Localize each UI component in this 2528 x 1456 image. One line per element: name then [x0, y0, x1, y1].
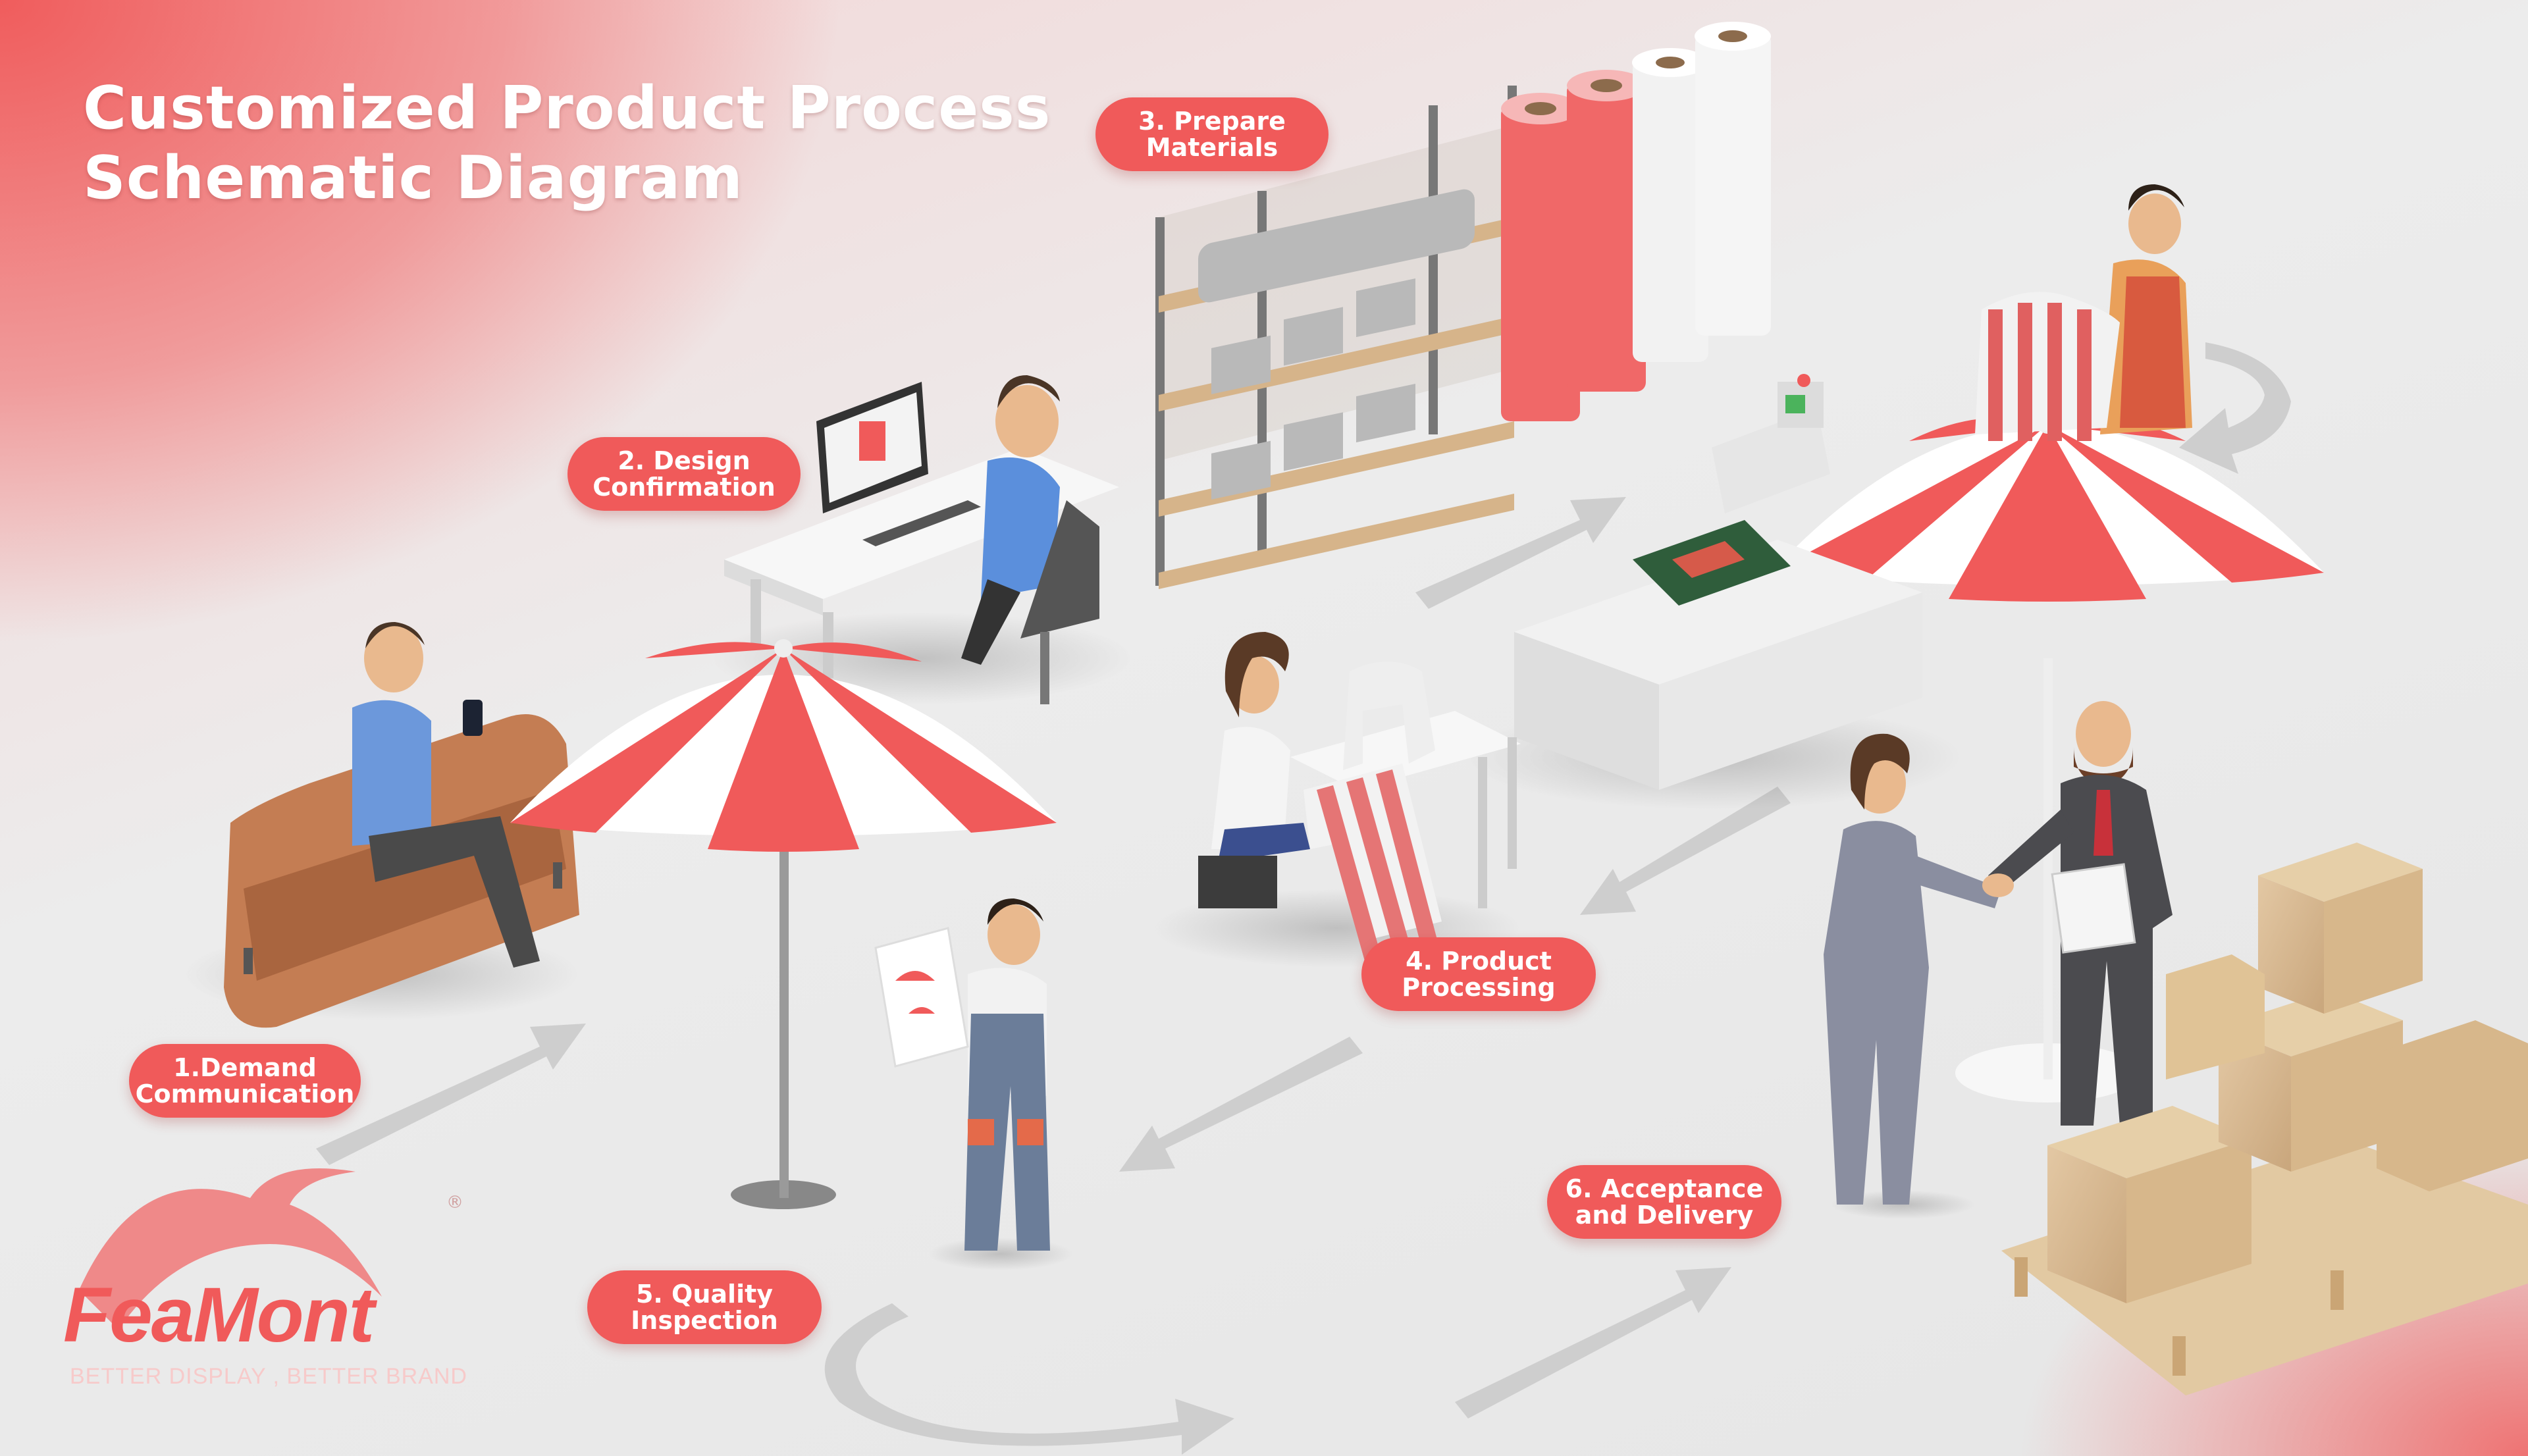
- flow-arrow-4: [1580, 787, 1791, 915]
- flow-arrow-2: [1415, 497, 1626, 609]
- flow-arrow-5: [1119, 1037, 1363, 1172]
- umbrella-left: [510, 639, 1057, 1209]
- flow-arrow-7: [1455, 1267, 1731, 1418]
- step-3-label: 3. Prepare Materials: [1095, 97, 1329, 171]
- step-3-line-2: Materials: [1146, 133, 1278, 162]
- sewing-station: [1152, 632, 1521, 968]
- step-5-label: 5. Quality Inspection: [587, 1270, 822, 1344]
- brand-logo-tagline: BETTER DISPLAY , BETTER BRAND: [70, 1364, 467, 1389]
- step-6-line-2: and Delivery: [1575, 1201, 1754, 1230]
- step-6-label: 6. Acceptance and Delivery: [1547, 1165, 1781, 1239]
- step-5-line-2: Inspection: [631, 1306, 778, 1335]
- step-3-line-1: 3. Prepare: [1138, 107, 1286, 136]
- step-6-line-1: 6. Acceptance: [1565, 1174, 1764, 1203]
- flow-arrow-3: [2179, 342, 2291, 474]
- step-4-line-2: Processing: [1402, 973, 1556, 1002]
- title-line-1: Customized Product Process: [83, 74, 1051, 143]
- material-shelf: [1155, 22, 1771, 589]
- quality-inspector: [874, 898, 1073, 1270]
- step-1-line-2: Communication: [135, 1079, 355, 1108]
- step-5-line-1: 5. Quality: [635, 1280, 774, 1309]
- registered-mark: ®: [446, 1193, 463, 1212]
- page-title: Customized Product Process Schematic Dia…: [83, 74, 1051, 213]
- fabric-worker: [1975, 184, 2192, 441]
- step-1-label: 1.Demand Communication: [129, 1044, 361, 1118]
- printing-machine: [1462, 374, 1962, 810]
- delivery-boxes: [2001, 843, 2528, 1395]
- brand-logo-mark: [79, 1168, 382, 1330]
- flow-arrow-6: [824, 1303, 1234, 1455]
- flow-arrow-1: [316, 1024, 586, 1165]
- title-line-2: Schematic Diagram: [83, 143, 743, 213]
- step-2-line-1: 2. Design: [618, 446, 750, 475]
- step-2-label: 2. Design Confirmation: [567, 437, 801, 511]
- step-2-line-2: Confirmation: [592, 473, 776, 502]
- handshake-delivery: [1824, 701, 2172, 1219]
- step-4-label: 4. Product Processing: [1361, 937, 1596, 1011]
- step-1-line-1: 1.Demand: [173, 1053, 317, 1082]
- step-4-line-1: 4. Product: [1406, 947, 1552, 975]
- brand-logo-name: FeaMont: [63, 1272, 375, 1359]
- customer-sofa: [184, 622, 579, 1028]
